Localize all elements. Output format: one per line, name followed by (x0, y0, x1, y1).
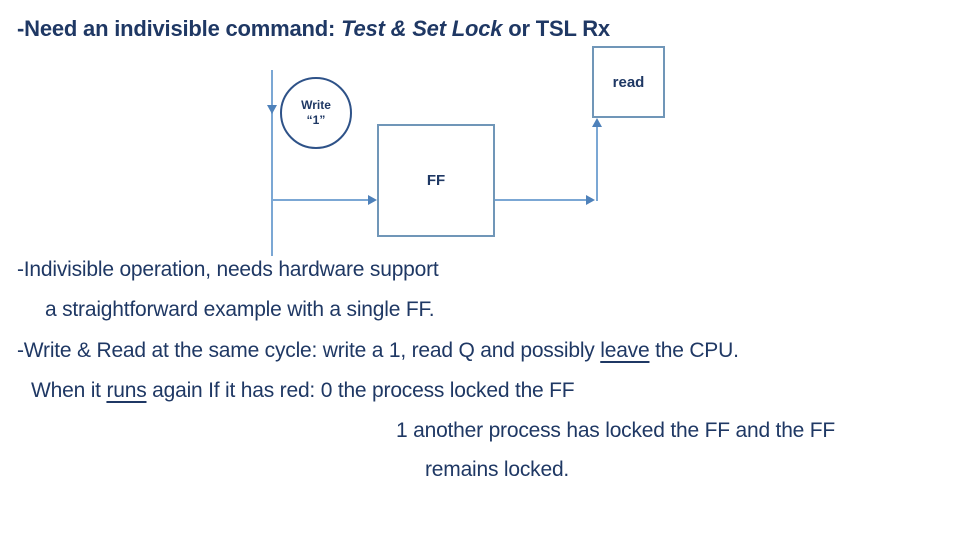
ff-box: FF (377, 124, 495, 237)
title-text-pre: -Need an indivisible command: (17, 16, 342, 41)
slide-title: -Need an indivisible command: Test & Set… (17, 15, 610, 43)
ff-box-label: FF (426, 172, 446, 189)
input-connector-line (271, 70, 273, 256)
body-line-2-text: a straightforward example with a single … (45, 298, 435, 321)
write-circle: Write “1” (280, 77, 352, 149)
read-box-label: read (612, 73, 645, 91)
body-line-4-underlined: runs (106, 379, 147, 402)
arrow-right-into-ff-icon (368, 195, 377, 205)
body-line-1: -Indivisible operation, needs hardware s… (17, 256, 439, 284)
body-line-6-text: remains locked. (425, 458, 570, 481)
arrow-down-icon (267, 105, 277, 114)
body-line-3-post: the CPU. (649, 339, 739, 362)
ff-input-connector-line (272, 199, 369, 201)
title-text-post: or TSL Rx (502, 16, 610, 41)
body-line-1-text: -Indivisible operation, needs hardware s… (17, 258, 439, 281)
read-connector-line (596, 122, 598, 201)
body-line-4-post: again If it has red: 0 the process locke… (146, 379, 575, 402)
body-line-3-underlined: leave (600, 339, 650, 362)
body-line-4: When it runs again If it has red: 0 the … (31, 377, 575, 405)
title-text-italic: Test & Set Lock (341, 16, 503, 41)
body-line-3: -Write & Read at the same cycle: write a… (17, 337, 739, 365)
ff-output-connector-line (495, 199, 587, 201)
write-circle-value: “1” (306, 113, 326, 127)
body-line-4-pre: When it (31, 379, 107, 402)
write-circle-label: Write (301, 98, 331, 112)
arrow-up-into-read-icon (592, 118, 602, 127)
body-line-5-text: 1 another process has locked the FF and … (396, 419, 836, 442)
body-line-5: 1 another process has locked the FF and … (396, 417, 835, 445)
body-line-3-pre: -Write & Read at the same cycle: write a… (17, 339, 601, 362)
arrow-right-at-corner-icon (586, 195, 595, 205)
read-box: read (592, 46, 665, 118)
body-line-6: remains locked. (425, 456, 569, 484)
body-line-2: a straightforward example with a single … (45, 296, 435, 324)
